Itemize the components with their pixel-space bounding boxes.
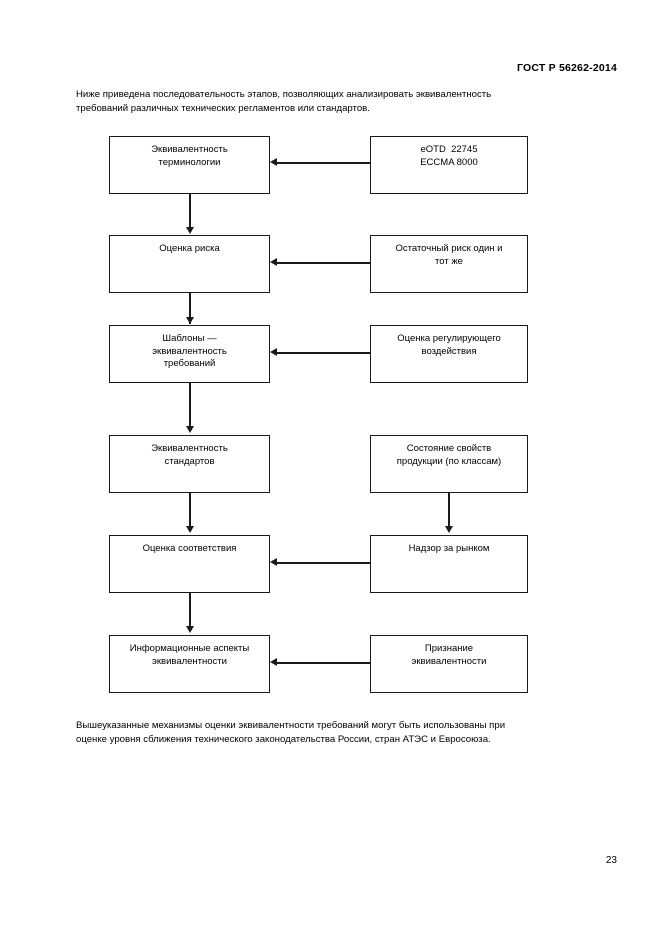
flow-box-row3-left: Шаблоны — эквивалентность требований (109, 325, 270, 383)
flow-box-row1-right-line-2: ECCMA 8000 (420, 156, 478, 168)
flow-arrow-row2-horizontal-head (270, 258, 277, 266)
intro-paragraph: Ниже приведена последовательность этапов… (44, 88, 618, 116)
flow-arrow-row5-horizontal-line (277, 562, 370, 564)
flow-box-row4-right-line-1: Состояние свойств (406, 443, 492, 454)
flow-box-row1-right-line-1: eOTD 22745 (420, 144, 478, 155)
flow-box-row3-left-line-1: Шаблоны — (162, 333, 217, 344)
flow-box-row3-right-line-1: Оценка регулирующего (397, 333, 501, 344)
flow-box-row1-left-line-1: Эквивалентность (151, 144, 228, 155)
flow-box-row4-left: Эквивалентность стандартов (109, 435, 270, 493)
intro-paragraph-line-1: Ниже приведена последовательность этапов… (76, 89, 492, 100)
flow-box-row4-left-line-2: стандартов (164, 455, 215, 467)
flow-arrow-row4-to-row5-left-head (185, 526, 194, 533)
flow-box-row2-left-line-1: Оценка риска (159, 243, 220, 254)
flow-box-row3-left-line-3: требований (163, 358, 216, 370)
flow-box-row2-right-line-2: тот же (435, 255, 463, 267)
flow-box-row3-right: Оценка регулирующего воздействия (370, 325, 528, 383)
flow-box-row6-right-line-2: эквивалентности (411, 655, 487, 667)
flow-arrow-row4-to-row5-right-head (444, 526, 453, 533)
document-header: ГОСТ Р 56262-2014 (516, 62, 617, 74)
flow-box-row4-right: Состояние свойств продукции (по классам) (370, 435, 528, 493)
flow-box-row2-right-line-1: Остаточный риск один и (395, 243, 503, 254)
flow-box-row3-left-line-2: эквивалентность (152, 345, 227, 357)
flow-arrow-row1-horizontal-line (277, 162, 370, 164)
intro-paragraph-line-2: требований различных технических регламе… (76, 103, 370, 115)
page-number: 23 (605, 855, 617, 866)
flow-arrow-row1-to-row2-head (185, 227, 194, 234)
flow-arrow-row3-to-row4-head (185, 426, 194, 433)
flow-arrow-row5-to-row6-head (185, 626, 194, 633)
flow-arrow-row3-horizontal-line (277, 352, 370, 354)
flow-box-row1-left: Эквивалентность терминологии (109, 136, 270, 194)
flow-arrow-row1-horizontal-head (270, 158, 277, 166)
flow-arrow-row4-to-row5-right-line (448, 493, 450, 527)
flow-box-row5-left-line-1: Оценка соответствия (142, 543, 237, 554)
flow-arrow-row4-to-row5-left-line (189, 493, 191, 527)
flow-box-row6-left-line-1: Информационные аспекты (129, 643, 250, 654)
flow-box-row1-right: eOTD 22745 ECCMA 8000 (370, 136, 528, 194)
outro-paragraph-line-2: оценке уровня сближения технического зак… (76, 734, 491, 746)
flow-arrow-row5-to-row6-line (189, 593, 191, 627)
flow-arrow-row2-to-row3-head (185, 317, 194, 324)
flow-box-row4-left-line-1: Эквивалентность (151, 443, 228, 454)
flow-box-row6-right-line-1: Признание (424, 643, 474, 654)
flow-arrow-row1-to-row2-line (189, 194, 191, 228)
flow-arrow-row2-to-row3-line (189, 293, 191, 324)
flow-arrow-row3-horizontal-head (270, 348, 277, 356)
flow-box-row6-left: Информационные аспекты эквивалентности (109, 635, 270, 693)
flow-box-row4-right-line-2: продукции (по классам) (396, 455, 502, 467)
flow-box-row6-left-line-2: эквивалентности (152, 655, 227, 667)
flow-box-row2-left: Оценка риска (109, 235, 270, 293)
outro-paragraph-line-1: Вышеуказанные механизмы оценки эквивален… (76, 720, 506, 731)
flow-arrow-row6-horizontal-line (277, 662, 370, 664)
flow-box-row5-right: Надзор за рынком (370, 535, 528, 593)
flow-box-row2-right: Остаточный риск один и тот же (370, 235, 528, 293)
outro-paragraph: Вышеуказанные механизмы оценки эквивален… (44, 719, 618, 747)
flow-box-row1-left-line-2: терминологии (158, 156, 221, 168)
flow-arrow-row6-horizontal-head (270, 658, 277, 666)
flow-box-row3-right-line-2: воздействия (421, 345, 477, 357)
flow-arrow-row2-horizontal-line (277, 262, 370, 264)
flow-box-row6-right: Признание эквивалентности (370, 635, 528, 693)
flow-arrow-row3-to-row4-line (189, 383, 191, 427)
flow-box-row5-right-line-1: Надзор за рынком (408, 543, 490, 554)
flow-box-row5-left: Оценка соответствия (109, 535, 270, 593)
flow-arrow-row5-horizontal-head (270, 558, 277, 566)
